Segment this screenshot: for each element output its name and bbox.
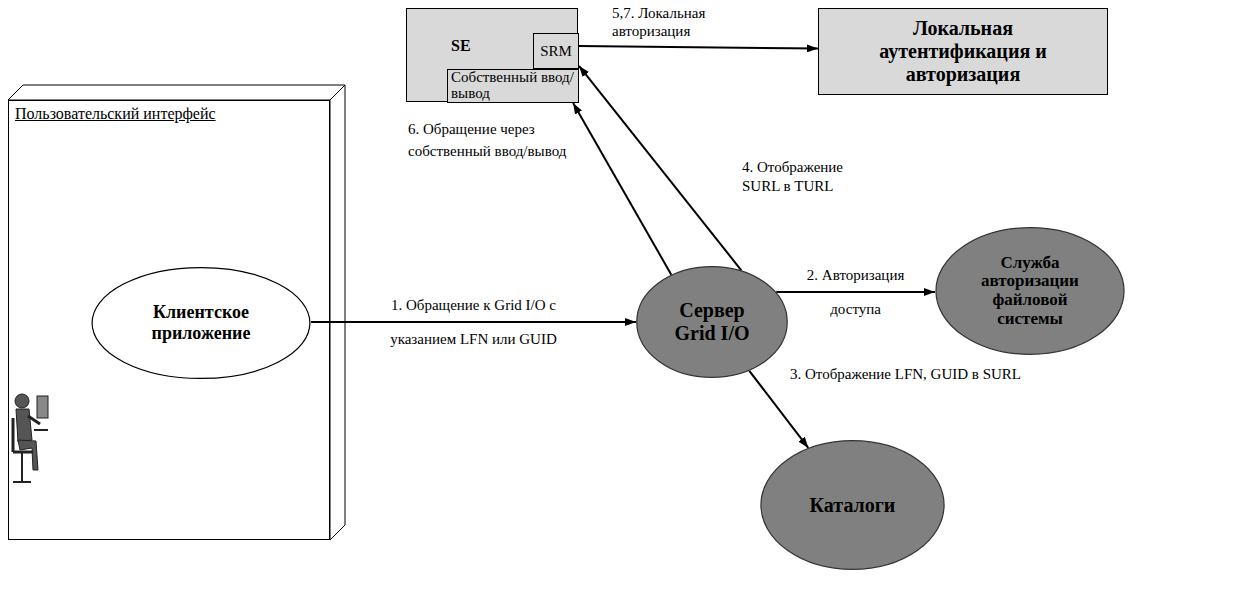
node-text: Каталоги bbox=[810, 494, 896, 517]
edge-label: 1. Обращение к Grid I/O с указанием LFN … bbox=[371, 288, 576, 356]
arrow-connector bbox=[578, 46, 818, 49]
node-text: Служба авторизации файловой системы bbox=[973, 254, 1088, 329]
node-text: SE bbox=[451, 37, 471, 55]
arrow-connector bbox=[311, 321, 636, 323]
edge-label: 4. Отображение SURL в TURL bbox=[742, 158, 854, 196]
node-text: Локальная аутентификация и авторизация bbox=[858, 17, 1068, 86]
node-text: SRM bbox=[540, 43, 572, 60]
user-interface-box: Пользовательский интерфейсКлиентское при… bbox=[8, 100, 330, 540]
edge-label: 6. Обращение через собственный ввод/выво… bbox=[408, 118, 593, 162]
native-io-box: Собственный ввод/вывод bbox=[447, 69, 579, 103]
edge-label: 2. Авторизация доступа bbox=[797, 258, 915, 326]
catalogs-ellipse: Каталоги bbox=[760, 440, 945, 570]
user-figure bbox=[13, 394, 48, 482]
arrow-connector bbox=[579, 66, 741, 270]
grid-io-server-ellipse: Сервер Grid I/O bbox=[636, 266, 788, 378]
fs-auth-service-ellipse: Служба авторизации файловой системы bbox=[935, 227, 1125, 355]
arrow-connector bbox=[749, 371, 808, 448]
client-app-ellipse: Клиентское приложение bbox=[91, 267, 311, 379]
edge-label: 5,7. Локальная авторизация bbox=[612, 4, 752, 40]
local-auth-box: Локальная аутентификация и авторизация bbox=[818, 8, 1108, 95]
edge-label: 3. Отображение LFN, GUID в SURL bbox=[790, 366, 1021, 383]
box-top-face bbox=[8, 85, 345, 100]
arrow-connector bbox=[573, 103, 671, 275]
node-text: Сервер Grid I/O bbox=[662, 299, 762, 345]
node-text: Собственный ввод/вывод bbox=[451, 70, 575, 102]
node-text: Пользовательский интерфейс bbox=[15, 105, 216, 123]
srm-box: SRM bbox=[533, 33, 579, 69]
storage-element-box: SE SRM Собственный ввод/вывод bbox=[406, 8, 578, 102]
node-text: Клиентское приложение bbox=[136, 302, 266, 343]
box-side-face bbox=[330, 85, 345, 540]
arrow-connector bbox=[776, 291, 935, 293]
